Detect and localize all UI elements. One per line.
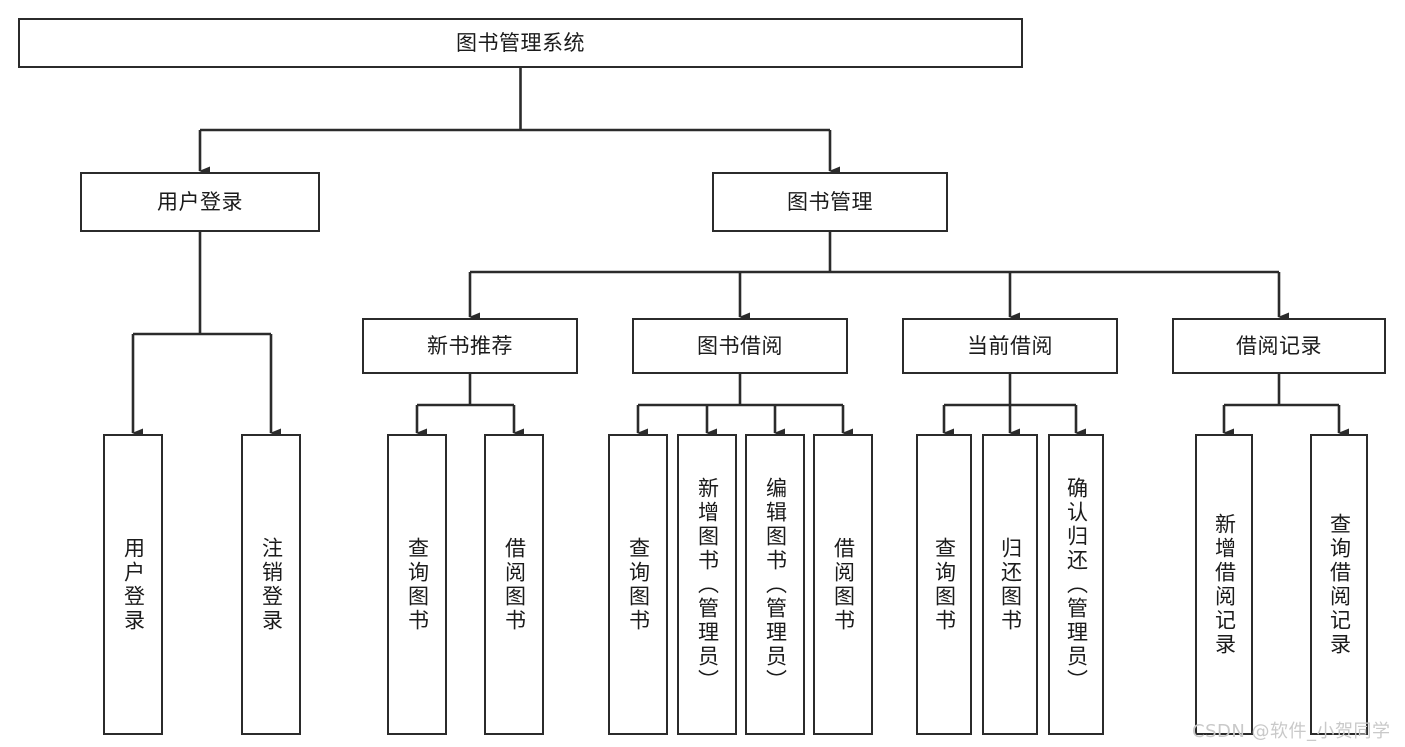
- node-leaf-return-book-label: 归还图书: [998, 536, 1023, 633]
- node-leaf-query-book-1[interactable]: 查询图书: [387, 434, 447, 735]
- node-root[interactable]: 图书管理系统: [18, 18, 1023, 68]
- node-root-label: 图书管理系统: [456, 30, 585, 55]
- node-borrow-record[interactable]: 借阅记录: [1172, 318, 1386, 374]
- node-leaf-confirm-return[interactable]: 确认归还（管理员）: [1048, 434, 1104, 735]
- node-leaf-query-book-2-label: 查询图书: [626, 536, 651, 633]
- node-book-borrow[interactable]: 图书借阅: [632, 318, 848, 374]
- node-leaf-query-record-label: 查询借阅记录: [1327, 512, 1352, 657]
- node-leaf-add-record-label: 新增借阅记录: [1212, 512, 1237, 657]
- node-new-book-recommend[interactable]: 新书推荐: [362, 318, 578, 374]
- node-new-book-recommend-label: 新书推荐: [427, 333, 513, 358]
- node-leaf-borrow-book-1-label: 借阅图书: [502, 536, 527, 633]
- node-leaf-query-book-3-label: 查询图书: [932, 536, 957, 633]
- node-leaf-query-book-3[interactable]: 查询图书: [916, 434, 972, 735]
- node-leaf-query-book-2[interactable]: 查询图书: [608, 434, 668, 735]
- node-leaf-user-login[interactable]: 用户登录: [103, 434, 163, 735]
- node-leaf-query-book-1-label: 查询图书: [405, 536, 430, 633]
- node-leaf-borrow-book-2[interactable]: 借阅图书: [813, 434, 873, 735]
- node-leaf-add-book-label: 新增图书（管理员）: [695, 476, 720, 693]
- node-leaf-add-record[interactable]: 新增借阅记录: [1195, 434, 1253, 735]
- node-leaf-user-logout-label: 注销登录: [259, 536, 284, 633]
- csdn-watermark: CSDN @软件_小贺同学: [1192, 721, 1391, 742]
- node-current-borrow[interactable]: 当前借阅: [902, 318, 1118, 374]
- node-leaf-user-login-label: 用户登录: [121, 536, 146, 633]
- node-leaf-user-logout[interactable]: 注销登录: [241, 434, 301, 735]
- node-book-management-label: 图书管理: [787, 189, 873, 214]
- node-book-management[interactable]: 图书管理: [712, 172, 948, 232]
- node-leaf-return-book[interactable]: 归还图书: [982, 434, 1038, 735]
- node-leaf-confirm-return-label: 确认归还（管理员）: [1064, 476, 1089, 693]
- node-current-borrow-label: 当前借阅: [967, 333, 1053, 358]
- node-borrow-record-label: 借阅记录: [1236, 333, 1322, 358]
- node-leaf-edit-book-label: 编辑图书（管理员）: [763, 476, 788, 693]
- node-leaf-borrow-book-1[interactable]: 借阅图书: [484, 434, 544, 735]
- node-leaf-edit-book[interactable]: 编辑图书（管理员）: [745, 434, 805, 735]
- node-leaf-borrow-book-2-label: 借阅图书: [831, 536, 856, 633]
- node-user-login-label: 用户登录: [157, 189, 243, 214]
- node-leaf-query-record[interactable]: 查询借阅记录: [1310, 434, 1368, 735]
- node-book-borrow-label: 图书借阅: [697, 333, 783, 358]
- node-user-login[interactable]: 用户登录: [80, 172, 320, 232]
- node-leaf-add-book[interactable]: 新增图书（管理员）: [677, 434, 737, 735]
